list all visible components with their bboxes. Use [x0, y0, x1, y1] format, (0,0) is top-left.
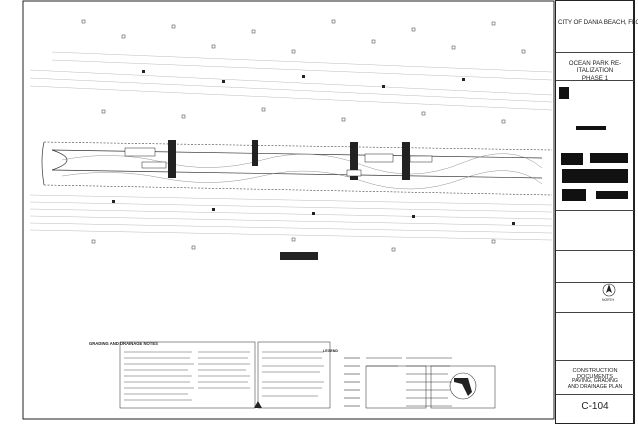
sheet-title-line2: AND DRAINAGE PLAN	[567, 384, 623, 391]
plan-view	[22, 0, 556, 420]
notes-section	[556, 313, 634, 361]
document-status: CONSTRUCTION DOCUMENTS	[572, 368, 618, 380]
north-label: NORTH	[602, 298, 614, 302]
project-name: OCEAN PARK RE-ITALIZATION PHASE 1	[556, 60, 634, 82]
consultant-logo-chappell	[562, 169, 628, 183]
sheet-title-line1: PAVING, GRADING	[572, 378, 618, 384]
sheet-title: PAVING, GRADING AND DRAINAGE PLAN	[556, 378, 634, 390]
revisions-section	[556, 251, 634, 283]
project-section	[556, 53, 634, 81]
consultants-section	[556, 81, 634, 211]
scale-section	[556, 283, 634, 313]
north-arrow-icon	[602, 283, 616, 297]
client-section: CITY OF DANIA BEACH, FLORIDA	[556, 1, 638, 53]
consultant-logo-5	[596, 191, 628, 199]
site-plan-drawing	[22, 0, 555, 420]
grading-notes-title: GRADING AND DRAINAGE NOTES	[89, 341, 158, 346]
consultant-logo-1	[559, 87, 569, 99]
consultant-logo-3	[561, 153, 583, 165]
sheet-title-section: CONSTRUCTION DOCUMENTS	[556, 361, 634, 395]
project-name-line2: PHASE 1	[581, 74, 609, 82]
consultant-logo-2	[576, 126, 606, 130]
client-name: CITY OF DANIA BEACH, FLORIDA	[558, 19, 638, 26]
sheet-number: C-104	[581, 401, 609, 412]
legend-title: LEGEND	[323, 349, 338, 353]
consultant-logo-4	[590, 153, 628, 163]
consultant-logo-cms	[562, 189, 586, 201]
title-block: CITY OF DANIA BEACH, FLORIDA OCEAN PARK …	[555, 0, 638, 424]
project-name-line1: OCEAN PARK RE-ITALIZATION	[568, 60, 622, 75]
seal-section	[556, 211, 634, 251]
